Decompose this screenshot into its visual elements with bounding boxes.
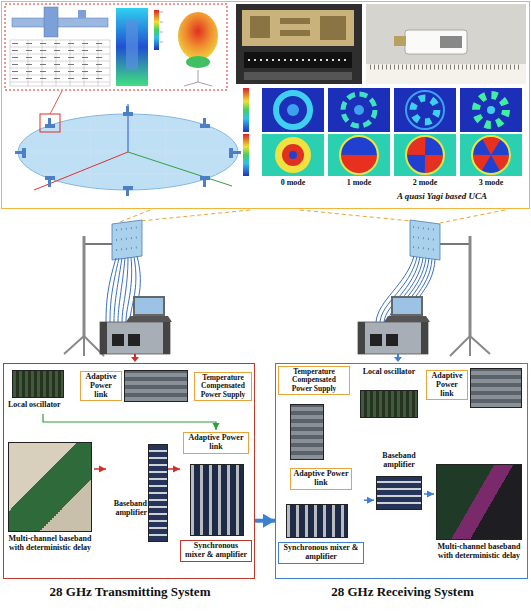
baseband-board: Multi-channel baseband with deterministi… xyxy=(434,464,524,576)
power-supply: Temperature Compensated Power Supply xyxy=(194,372,252,414)
tx-panel: 28 GHz Transmitting SystemLocal oscillat… xyxy=(3,363,255,579)
rx-stand xyxy=(358,220,490,362)
photo xyxy=(290,404,324,460)
label-box: Synchronous mixer & amplifier xyxy=(278,542,364,564)
simulation-box xyxy=(5,4,227,90)
label-text: 2 mode xyxy=(394,179,456,188)
dashed-leaders xyxy=(120,210,505,223)
connector-arrow xyxy=(255,519,275,523)
label-box: Adaptive Power link xyxy=(183,432,249,454)
photo xyxy=(12,370,64,398)
baseband-board: Multi-channel baseband with deterministi… xyxy=(6,442,94,570)
label-text: 1 mode xyxy=(328,179,390,188)
text-slot: Adaptive Power link xyxy=(80,371,122,401)
connector-arrow xyxy=(364,499,374,501)
connector-arrow xyxy=(43,414,216,430)
text-slot: 28 GHz Transmitting System xyxy=(0,585,276,599)
label-text: Baseband amplifier xyxy=(374,452,424,470)
text-slot: A quasi Yagi based UCA xyxy=(358,192,526,202)
text-slot: Synchronous mixer & amplifier xyxy=(180,540,252,562)
mixer-amplifier: Adaptive Power linkSynchronous mixer & a… xyxy=(278,468,364,576)
label-text: Local oscillator xyxy=(356,368,422,377)
text-slot: Synchronous mixer & amplifier xyxy=(278,542,364,564)
baseband-amplifier: Baseband amplifier xyxy=(106,444,168,544)
label-text: Multi-channel baseband with deterministi… xyxy=(434,543,524,561)
text-slot: 1 mode xyxy=(328,179,390,188)
power-link: Adaptive Power link xyxy=(426,366,524,410)
label-box: Temperature Compensated Power Supply xyxy=(278,366,350,395)
photo xyxy=(190,464,244,536)
text-slot: Temperature Compensated Power Supply xyxy=(278,366,350,395)
photo-antenna xyxy=(366,4,526,84)
local-oscillator: Local oscillator xyxy=(8,370,78,414)
label-box: Adaptive Power link xyxy=(80,371,122,401)
label-box: Temperature Compensated Power Supply xyxy=(194,372,252,401)
label-text: Multi-channel baseband with deterministi… xyxy=(6,535,94,553)
label-text: 28 GHz Transmitting System xyxy=(0,585,276,599)
mode-patterns xyxy=(243,88,522,176)
connector-arrow xyxy=(424,493,434,495)
label-box: Synchronous mixer & amplifier xyxy=(180,540,252,562)
rx-panel: 28 GHz Receiving SystemTemperature Compe… xyxy=(275,363,528,579)
text-slot: 28 GHz Receiving System xyxy=(256,585,531,599)
power-link: Adaptive Power link xyxy=(80,368,190,406)
text-slot: Baseband amplifier xyxy=(106,500,147,518)
text-slot: Local oscillator xyxy=(8,401,78,410)
label-box: Adaptive Power link xyxy=(290,468,352,490)
uca-layout xyxy=(15,91,241,196)
text-slot: Baseband amplifier xyxy=(374,452,424,470)
text-slot: Adaptive Power link xyxy=(290,468,352,490)
text-slot: Adaptive Power link xyxy=(426,370,468,400)
label-box: Adaptive Power link xyxy=(426,370,468,400)
local-oscillator: Local oscillator xyxy=(356,368,422,420)
text-slot: 0 mode xyxy=(262,179,324,188)
photo xyxy=(148,444,168,542)
label-text: Baseband amplifier xyxy=(106,500,147,518)
label-text: 3 mode xyxy=(460,179,522,188)
photo xyxy=(360,390,418,418)
photo xyxy=(124,370,188,402)
photo xyxy=(8,442,92,532)
text-slot: Multi-channel baseband with deterministi… xyxy=(434,543,524,561)
text-slot: 2 mode xyxy=(394,179,456,188)
connector-arrow xyxy=(168,468,180,470)
label-text: Local oscillator xyxy=(8,401,78,410)
connector-arrow xyxy=(94,468,106,470)
photo xyxy=(436,464,522,540)
baseband-amplifier: Baseband amplifier xyxy=(374,452,424,514)
label-text: 28 GHz Receiving System xyxy=(256,585,531,599)
text-slot: Multi-channel baseband with deterministi… xyxy=(6,535,94,553)
power-supply: Temperature Compensated Power Supply xyxy=(278,366,350,462)
photo xyxy=(376,476,422,510)
photo xyxy=(286,504,348,538)
tx-stand xyxy=(64,220,172,362)
text-slot: 3 mode xyxy=(460,179,522,188)
text-slot: Temperature Compensated Power Supply xyxy=(194,372,252,401)
mixer-amplifier: Adaptive Power linkSynchronous mixer & a… xyxy=(180,430,252,574)
label-text: A quasi Yagi based UCA xyxy=(358,192,526,202)
text-slot: Local oscillator xyxy=(356,368,422,377)
uca-panel: A quasi Yagi based UCA xyxy=(1,1,530,209)
label-text: 0 mode xyxy=(262,179,324,188)
text-slot: Adaptive Power link xyxy=(183,432,249,454)
photo xyxy=(470,368,522,408)
photo-board xyxy=(236,4,362,84)
